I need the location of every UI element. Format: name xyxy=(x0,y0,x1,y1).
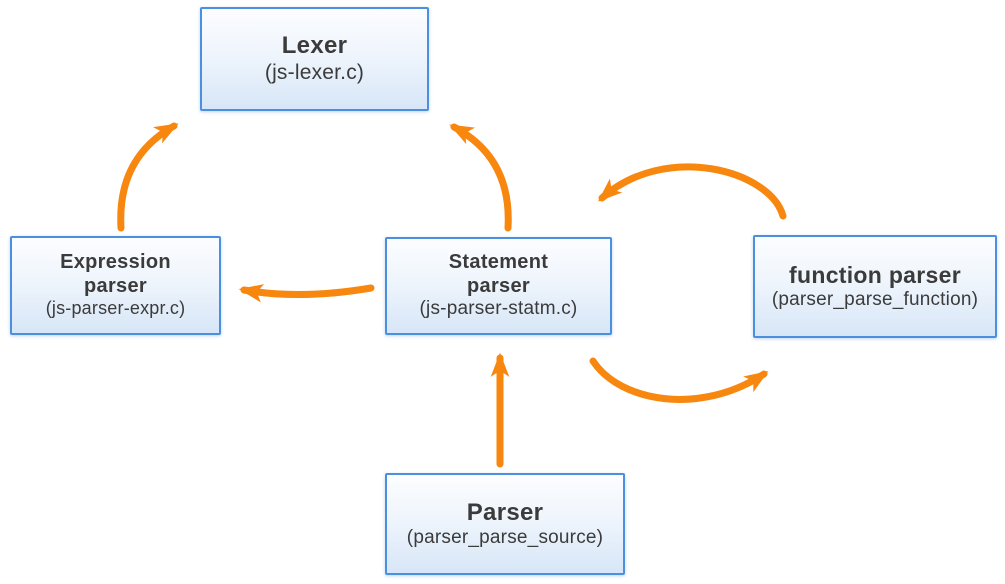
node-expression-parser-subtitle: (js-parser-expr.c) xyxy=(45,298,186,319)
node-parser: Parser (parser_parse_source) xyxy=(385,473,625,575)
node-function-parser-title: function parser xyxy=(789,261,961,288)
arrow-function-to-statement xyxy=(597,163,787,220)
node-lexer-subtitle: (js-lexer.c) xyxy=(264,60,365,84)
node-parser-title: Parser xyxy=(466,498,544,526)
node-expression-parser-title: Expression parser xyxy=(60,251,171,297)
node-statement-parser-title: Statement parser xyxy=(448,251,549,297)
node-lexer: Lexer (js-lexer.c) xyxy=(200,7,429,111)
node-lexer-title: Lexer xyxy=(281,32,348,60)
arrow-statement-to-expression xyxy=(238,284,375,303)
node-statement-parser: Statement parser (js-parser-statm.c) xyxy=(385,237,612,335)
arrow-expression-to-lexer xyxy=(117,122,179,232)
node-expression-parser: Expression parser (js-parser-expr.c) xyxy=(10,236,221,335)
node-parser-subtitle: (parser_parse_source) xyxy=(406,526,604,548)
node-function-parser-subtitle: (parser_parse_function) xyxy=(771,288,979,310)
node-function-parser: function parser (parser_parse_function) xyxy=(753,235,997,338)
arrow-statement-to-function xyxy=(589,357,769,403)
node-statement-parser-subtitle: (js-parser-statm.c) xyxy=(419,298,578,320)
arrow-statement-to-lexer xyxy=(449,123,512,232)
